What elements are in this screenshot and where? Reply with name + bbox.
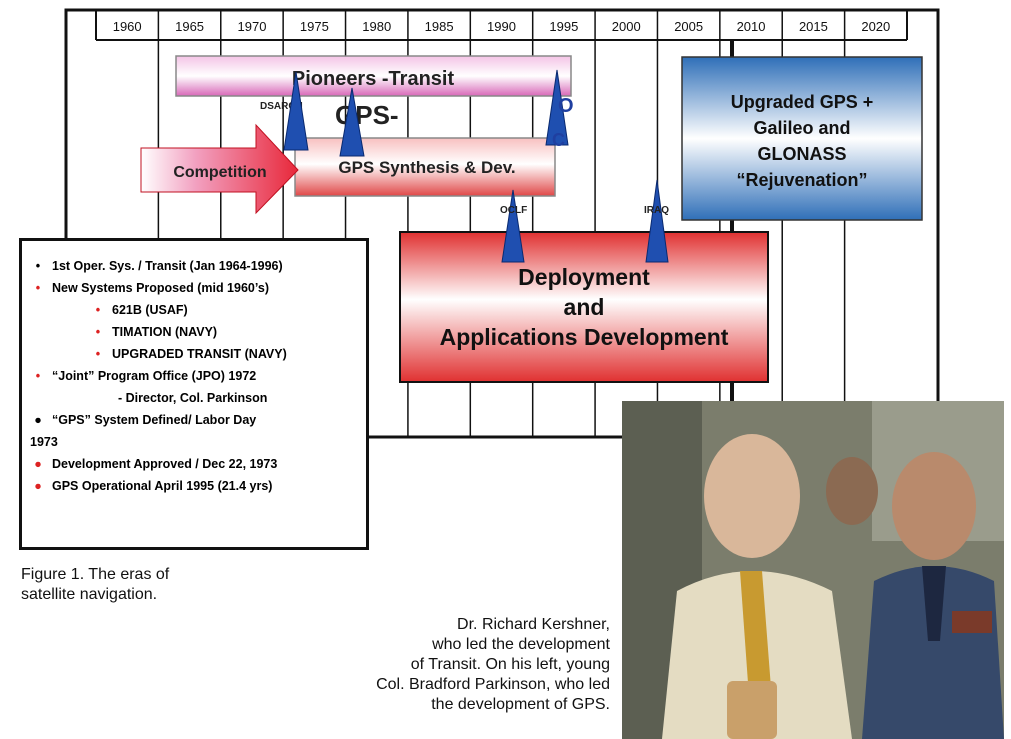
- year-label: 2020: [861, 19, 890, 34]
- milestone-triangle-dsarch: [283, 71, 309, 151]
- photo-caption-line: Col. Bradford Parkinson, who led: [376, 676, 610, 693]
- figure-caption: Figure 1. The eras of satellite navigati…: [21, 565, 221, 605]
- deployment-line-3: Applications Development: [440, 324, 729, 350]
- bullet-text: “GPS” System Defined/ Labor Day: [52, 413, 257, 427]
- milestone-triangle-gps: [339, 87, 365, 157]
- bullet-item: ● “GPS” System Defined/ Labor Day: [30, 409, 358, 431]
- bullet-item: 1973: [30, 431, 358, 453]
- year-label: 1990: [487, 19, 516, 34]
- bullet-text: GPS Operational April 1995 (21.4 yrs): [52, 479, 273, 493]
- bullet-text: Development Approved / Dec 22, 1973: [52, 457, 278, 471]
- kershner-parkinson-photo: [622, 401, 1004, 739]
- photo-caption-line: of Transit. On his left, young: [410, 656, 610, 673]
- pioneers-transit-bar: [175, 55, 572, 97]
- photo-caption-line: who led the development: [432, 636, 610, 653]
- year-label: 2010: [737, 19, 766, 34]
- competition-arrow: [140, 123, 299, 215]
- bullet-text: TIMATION (NAVY): [112, 325, 218, 339]
- gps-history-bullet-list: • 1st Oper. Sys. / Transit (Jan 1964-1996…: [19, 238, 369, 550]
- bullet-text: 1973: [30, 435, 58, 449]
- year-label: 2015: [799, 19, 828, 34]
- bullet-text: 1st Oper. Sys. / Transit (Jan 1964-1996): [52, 259, 283, 273]
- photo-illustration: [622, 401, 1004, 739]
- competition-label: Competition: [173, 164, 266, 181]
- bullet-item: ● Development Approved / Dec 22, 1973: [30, 453, 358, 475]
- year-label: 1995: [549, 19, 578, 34]
- bullet-mark: •: [95, 325, 101, 339]
- upgraded-line-3: GLONASS: [757, 144, 846, 164]
- year-label: 2000: [612, 19, 641, 34]
- bullet-mark: ●: [34, 457, 42, 471]
- pioneers-transit-label: Pioneers -Transit: [292, 68, 455, 90]
- bullet-mark: •: [35, 259, 41, 273]
- bullet-mark: •: [95, 303, 101, 317]
- year-label: 1985: [425, 19, 454, 34]
- bullet-mark: •: [95, 347, 101, 361]
- bullet-item: • TIMATION (NAVY): [30, 321, 358, 343]
- bullet-mark: •: [35, 281, 41, 295]
- year-label: 1965: [175, 19, 204, 34]
- upgraded-line-2: Galileo and: [753, 118, 850, 138]
- bullet-item: - Director, Col. Parkinson: [30, 387, 358, 409]
- bullet-item: • “Joint” Program Office (JPO) 1972: [30, 365, 358, 387]
- figure-caption-line: Figure 1. The eras of: [21, 566, 170, 583]
- deployment-line-2: and: [564, 294, 605, 320]
- bullet-mark: ●: [34, 479, 42, 493]
- bullet-text: - Director, Col. Parkinson: [118, 391, 268, 405]
- deployment-box: [399, 231, 769, 383]
- year-label: 1980: [362, 19, 391, 34]
- bullet-item: • UPGRADED TRANSIT (NAVY): [30, 343, 358, 365]
- oc-marker-top: O: [558, 95, 574, 117]
- milestone-triangle-oc: [545, 69, 569, 146]
- oclf-marker-label: OCLF: [500, 205, 527, 216]
- gps-synthesis-bar: [294, 137, 556, 197]
- gps-dash-label: GPS-: [335, 100, 399, 130]
- bullet-item: ● GPS Operational April 1995 (21.4 yrs): [30, 475, 358, 497]
- bullet-text: 621B (USAF): [112, 303, 188, 317]
- bullet-text: UPGRADED TRANSIT (NAVY): [112, 347, 287, 361]
- deployment-line-1: Deployment: [518, 264, 650, 290]
- bullet-text: New Systems Proposed (mid 1960’s): [52, 281, 269, 295]
- year-label: 2005: [674, 19, 703, 34]
- oc-marker-bottom: C: [552, 130, 565, 150]
- bullet-item: • 621B (USAF): [30, 299, 358, 321]
- dsarch-marker-label: DSARCH: [260, 101, 303, 112]
- upgraded-gps-box: [681, 56, 923, 221]
- year-labels: 1960 1965 1970 1975 1980 1985 1990 1995 2000 2005…: [113, 19, 891, 34]
- bullet-item: • New Systems Proposed (mid 1960’s): [30, 277, 358, 299]
- photo-caption: Dr. Richard Kershner, who led the develo…: [270, 615, 610, 715]
- bullet-text: “Joint” Program Office (JPO) 1972: [52, 369, 257, 383]
- year-label: 1970: [238, 19, 267, 34]
- bullet-mark: •: [35, 369, 41, 383]
- upgraded-line-1: Upgraded GPS +: [731, 92, 874, 112]
- gps-synthesis-label: GPS Synthesis & Dev.: [338, 158, 515, 177]
- bullet-mark: ●: [34, 413, 42, 427]
- upgraded-line-4: “Rejuvenation”: [736, 170, 867, 190]
- year-label: 1975: [300, 19, 329, 34]
- photo-caption-line: the development of GPS.: [431, 696, 610, 713]
- photo-caption-line: Dr. Richard Kershner,: [457, 616, 610, 633]
- milestone-triangle-iraq: [645, 179, 669, 263]
- milestone-triangle-oclf: [501, 189, 525, 263]
- figure-caption-line: satellite navigation.: [21, 586, 158, 603]
- year-label: 1960: [113, 19, 142, 34]
- iraq-marker-label: IRAQ: [644, 205, 669, 216]
- bullet-item: • 1st Oper. Sys. / Transit (Jan 1964-1996…: [30, 255, 358, 277]
